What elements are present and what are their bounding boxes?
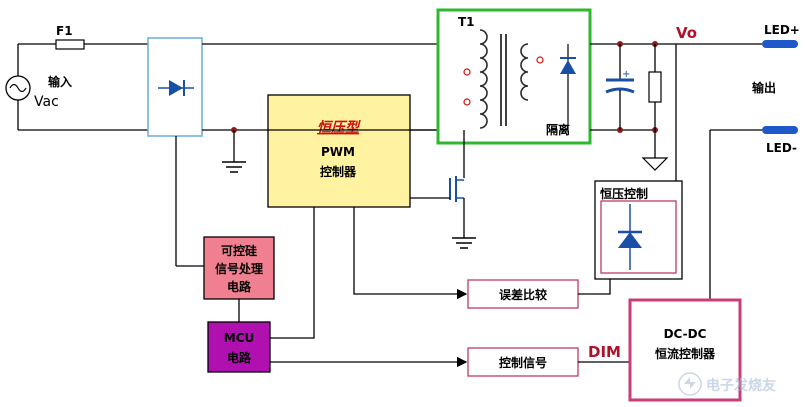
svg-text:+: + <box>622 69 630 80</box>
cv-control-block: 恒压控制 <box>594 180 683 280</box>
transformer-label: T1 <box>458 15 475 29</box>
ground-icon <box>641 157 669 171</box>
led-plus-terminal: LED+ <box>762 23 800 48</box>
scr-line3: 电路 <box>227 279 252 294</box>
scr-line2: 信号处理 <box>215 261 263 276</box>
error-amp-label: 误差比较 <box>499 287 547 302</box>
led-plus-label: LED+ <box>764 23 800 37</box>
ground-icon <box>452 237 476 249</box>
isolation-label: 隔离 <box>546 122 570 137</box>
output-label: 输出 <box>752 80 776 95</box>
rectifier-bridge <box>147 37 203 137</box>
control-signal-label: 控制信号 <box>499 355 547 370</box>
dcdc-line1: DC-DC <box>664 327 707 341</box>
dim-label: DIM <box>588 343 621 361</box>
mcu-line1: MCU <box>224 331 255 345</box>
scr-processing-block: 可控硅 信号处理 电路 <box>203 236 275 300</box>
dcdc-line2: 恒流控制器 <box>655 346 716 361</box>
primary-winding-icon <box>463 29 488 129</box>
output-capacitor-icon: + <box>605 44 635 130</box>
mosfet-icon <box>410 130 465 238</box>
zener-diode-icon <box>618 204 642 270</box>
output-resistor-icon <box>648 44 662 130</box>
watermark-text: 电子发烧友 <box>706 377 776 394</box>
pwm-line1: PWM <box>321 145 355 159</box>
transformer-box <box>436 8 592 145</box>
watermark-logo: 电子发烧友 <box>678 372 776 396</box>
pwm-controller-block: 恒压型 PWM 控制器 <box>267 94 411 208</box>
transformer-block: T1 隔离 <box>436 8 592 145</box>
pwm-title: 恒压型 <box>317 119 361 136</box>
cv-control-title: 恒压控制 <box>600 186 648 201</box>
rectifier-diode-icon <box>158 80 194 96</box>
mcu-box <box>207 321 271 373</box>
control-signal-box <box>467 347 579 377</box>
fuse-icon <box>55 39 85 50</box>
fuse-label: F1 <box>56 24 73 38</box>
error-amp-box <box>467 279 579 309</box>
ac-source-label: Vac <box>34 94 59 110</box>
led-minus-label: LED- <box>766 141 797 155</box>
error-amp-block: 误差比较 <box>467 279 579 309</box>
ground-icon <box>222 161 246 173</box>
ac-source: Vac 输入 <box>5 74 72 110</box>
fuse: F1 <box>55 24 85 50</box>
scr-line1: 可控硅 <box>221 243 257 258</box>
vo-label: Vo <box>676 24 697 42</box>
scr-box <box>203 236 275 300</box>
mcu-block: MCU 电路 <box>207 321 271 373</box>
pwm-box <box>267 94 411 208</box>
output-diode-icon <box>560 44 576 130</box>
secondary-winding-icon <box>520 43 544 101</box>
input-label: 输入 <box>48 74 72 89</box>
mcu-line2: 电路 <box>227 350 252 365</box>
pwm-line2: 控制器 <box>320 164 357 179</box>
control-signal-block: 控制信号 <box>467 347 579 377</box>
led-minus-terminal: LED- <box>762 126 798 155</box>
